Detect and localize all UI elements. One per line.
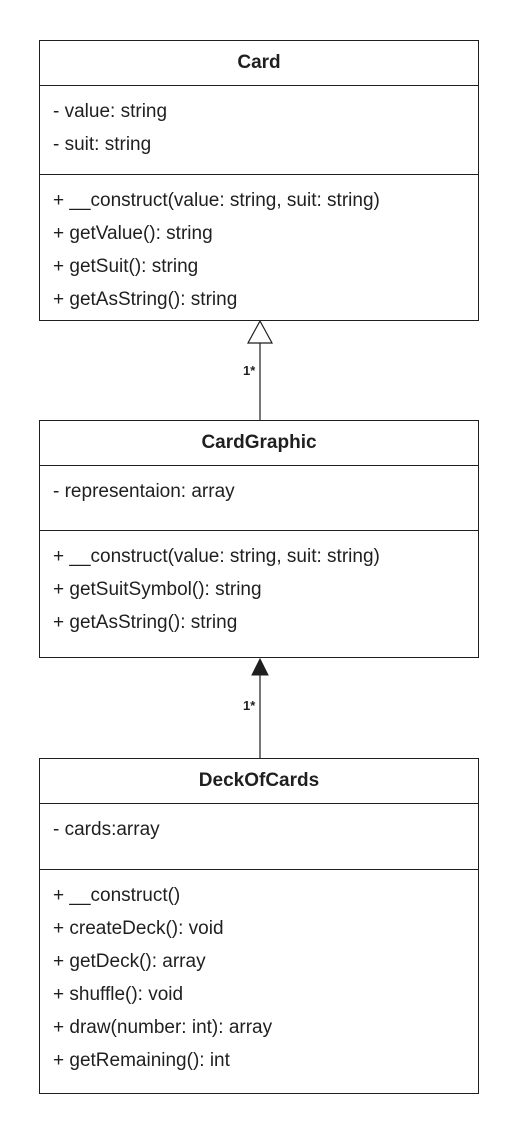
method: + getSuit(): string — [53, 256, 199, 277]
attributes-section: - cards:array — [40, 804, 478, 869]
method: + __construct(value: string, suit: strin… — [53, 546, 380, 567]
method: + getAsString(): string — [53, 289, 238, 310]
class-deck-of-cards[interactable]: DeckOfCards - cards:array + __construct(… — [39, 758, 479, 1094]
methods-section: + __construct() + createDeck(): void + g… — [40, 869, 478, 1077]
methods-section: + __construct(value: string, suit: strin… — [40, 174, 478, 316]
class-name: CardGraphic — [40, 421, 478, 466]
methods-section: + __construct(value: string, suit: strin… — [40, 530, 478, 639]
filled-triangle-arrowhead — [251, 657, 269, 676]
attribute: - value: string — [53, 101, 168, 122]
association-multiplicity: 1* — [243, 698, 256, 713]
class-name: Card — [40, 41, 478, 86]
method: + getDeck(): array — [53, 951, 206, 972]
method: + __construct() — [53, 885, 181, 906]
attributes-section: - value: string - suit: string — [40, 86, 478, 174]
method: + shuffle(): void — [53, 984, 184, 1005]
hollow-triangle-arrowhead — [246, 319, 274, 344]
method: + draw(number: int): array — [53, 1017, 273, 1038]
method: + createDeck(): void — [53, 918, 224, 939]
class-name: DeckOfCards — [40, 759, 478, 804]
class-card[interactable]: Card - value: string - suit: string + __… — [39, 40, 479, 321]
attribute: - cards:array — [53, 819, 160, 840]
class-card-graphic[interactable]: CardGraphic - representaion: array + __c… — [39, 420, 479, 658]
inheritance-multiplicity: 1* — [243, 363, 256, 378]
attribute: - representaion: array — [53, 481, 235, 502]
method: + getSuitSymbol(): string — [53, 579, 262, 600]
attributes-section: - representaion: array — [40, 466, 478, 530]
method: + getValue(): string — [53, 223, 213, 244]
method: + getAsString(): string — [53, 612, 238, 633]
attribute: - suit: string — [53, 134, 152, 155]
method: + __construct(value: string, suit: strin… — [53, 190, 380, 211]
method: + getRemaining(): int — [53, 1050, 230, 1071]
